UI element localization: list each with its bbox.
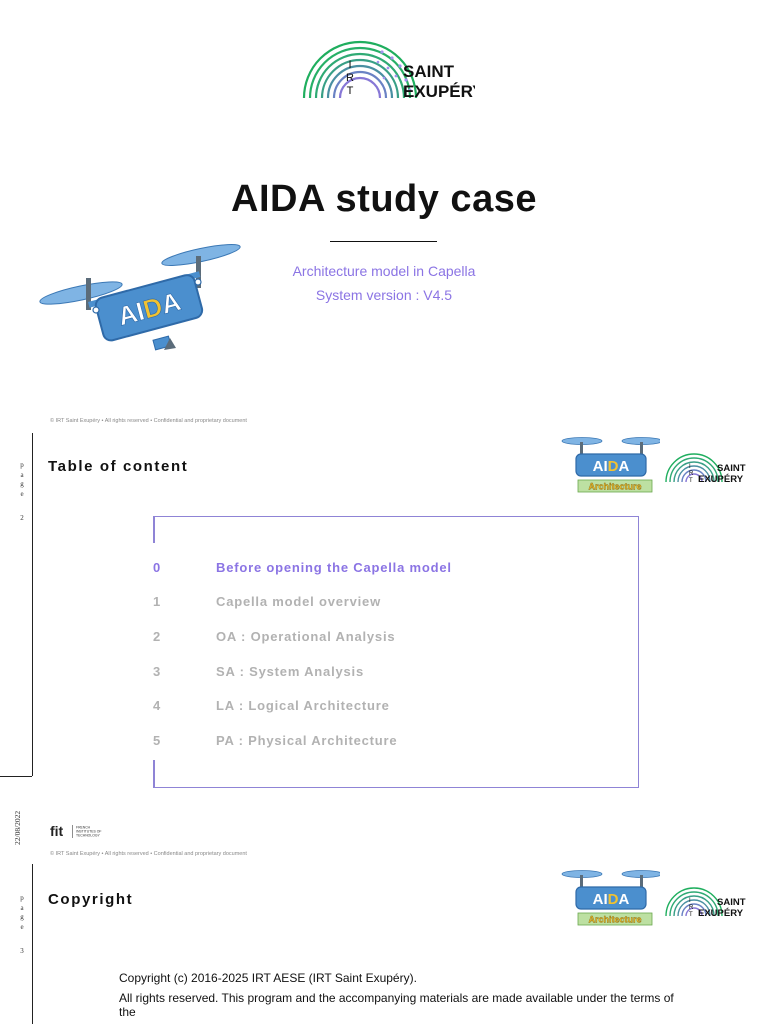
logo-vertical-t: T bbox=[347, 85, 354, 97]
svg-text:T: T bbox=[689, 478, 693, 484]
svg-text:AIDA: AIDA bbox=[593, 891, 630, 908]
irt-saint-exupery-logo-small: I R T SAINT EXUPÉRY bbox=[665, 887, 746, 919]
toc-item-label: Capella model overview bbox=[216, 594, 381, 609]
toc-item-label: PA : Physical Architecture bbox=[216, 733, 398, 748]
aida-drone-logo: AIDA bbox=[39, 244, 241, 351]
svg-text:AIDA: AIDA bbox=[593, 458, 630, 475]
copyright-line: Copyright (c) 2016-2025 IRT AESE (IRT Sa… bbox=[119, 971, 417, 985]
side-rule-horizontal bbox=[0, 776, 32, 777]
toc-frame bbox=[153, 516, 639, 788]
svg-text:SAINT: SAINT bbox=[717, 897, 746, 908]
cover-subtitle-line1: Architecture model in Capella bbox=[292, 263, 476, 279]
toc-item-label: LA : Logical Architecture bbox=[216, 698, 390, 713]
svg-text:SAINT: SAINT bbox=[717, 463, 746, 474]
logo-vertical-r: R bbox=[346, 72, 354, 84]
svg-text:I: I bbox=[689, 898, 691, 904]
toc-frame-left-top bbox=[153, 516, 155, 543]
toc-item-number: 3 bbox=[153, 664, 162, 679]
svg-text:I: I bbox=[689, 464, 691, 470]
toc-item-label: Before opening the Capella model bbox=[216, 560, 452, 575]
toc-title: Table of content bbox=[48, 458, 189, 475]
irt-saint-exupery-logo-small: I R T SAINT EXUPÉRY bbox=[665, 453, 746, 485]
svg-text:Architecture: Architecture bbox=[588, 915, 641, 925]
cover-title: AIDA study case bbox=[231, 178, 537, 220]
architecture-label: Architecture bbox=[588, 482, 641, 492]
svg-text:EXUPÉRY: EXUPÉRY bbox=[698, 474, 744, 485]
toc-item-number: 0 bbox=[153, 560, 162, 575]
confidential-note: © IRT Saint Exupéry • All rights reserve… bbox=[50, 418, 247, 424]
page-label-vertical: p a g e bbox=[20, 894, 24, 931]
toc-item-number: 1 bbox=[153, 594, 162, 609]
svg-text:INSTITUTES OF: INSTITUTES OF bbox=[76, 830, 101, 834]
title-divider bbox=[330, 241, 437, 242]
page-label-vertical: p a g e bbox=[20, 461, 24, 498]
svg-text:TECHNOLOGY: TECHNOLOGY bbox=[76, 834, 100, 838]
cover-subtitle-line2: System version : V4.5 bbox=[315, 287, 453, 303]
page-number: 3 bbox=[20, 947, 24, 955]
side-rule bbox=[32, 433, 33, 776]
svg-text:fit: fit bbox=[50, 823, 64, 839]
svg-text:R: R bbox=[689, 471, 694, 477]
copyright-title: Copyright bbox=[48, 891, 134, 908]
logo-vertical-i: I bbox=[348, 59, 351, 71]
svg-text:EXUPÉRY: EXUPÉRY bbox=[698, 908, 744, 919]
toc-item-number: 4 bbox=[153, 698, 162, 713]
irt-saint-exupery-logo: I R T SAINT EXUPÉRY bbox=[302, 40, 475, 101]
confidential-note: © IRT Saint Exupéry • All rights reserve… bbox=[50, 851, 247, 857]
slide-date: 22/08/2022 bbox=[13, 810, 22, 845]
svg-text:T: T bbox=[689, 912, 693, 918]
toc-item-number: 5 bbox=[153, 733, 162, 748]
svg-text:FRENCH: FRENCH bbox=[76, 826, 91, 830]
copyright-terms: All rights reserved. This program and th… bbox=[119, 991, 674, 1019]
toc-frame-left-bottom bbox=[153, 760, 155, 788]
toc-item-number: 2 bbox=[153, 629, 162, 644]
aida-architecture-logo: AIDA Architecture bbox=[561, 437, 660, 493]
toc-item-label: OA : Operational Analysis bbox=[216, 629, 396, 644]
svg-text:R: R bbox=[689, 905, 694, 911]
page-number: 2 bbox=[20, 514, 24, 522]
toc-item-label: SA : System Analysis bbox=[216, 664, 364, 679]
fit-logo: fit FRENCH INSTITUTES OF TECHNOLOGY bbox=[50, 823, 101, 839]
logo-saint: SAINT bbox=[403, 62, 455, 81]
logo-exupery: EXUPÉRY bbox=[403, 82, 475, 101]
aida-architecture-logo: AIDA Architecture bbox=[561, 870, 660, 926]
side-rule bbox=[32, 864, 33, 1024]
